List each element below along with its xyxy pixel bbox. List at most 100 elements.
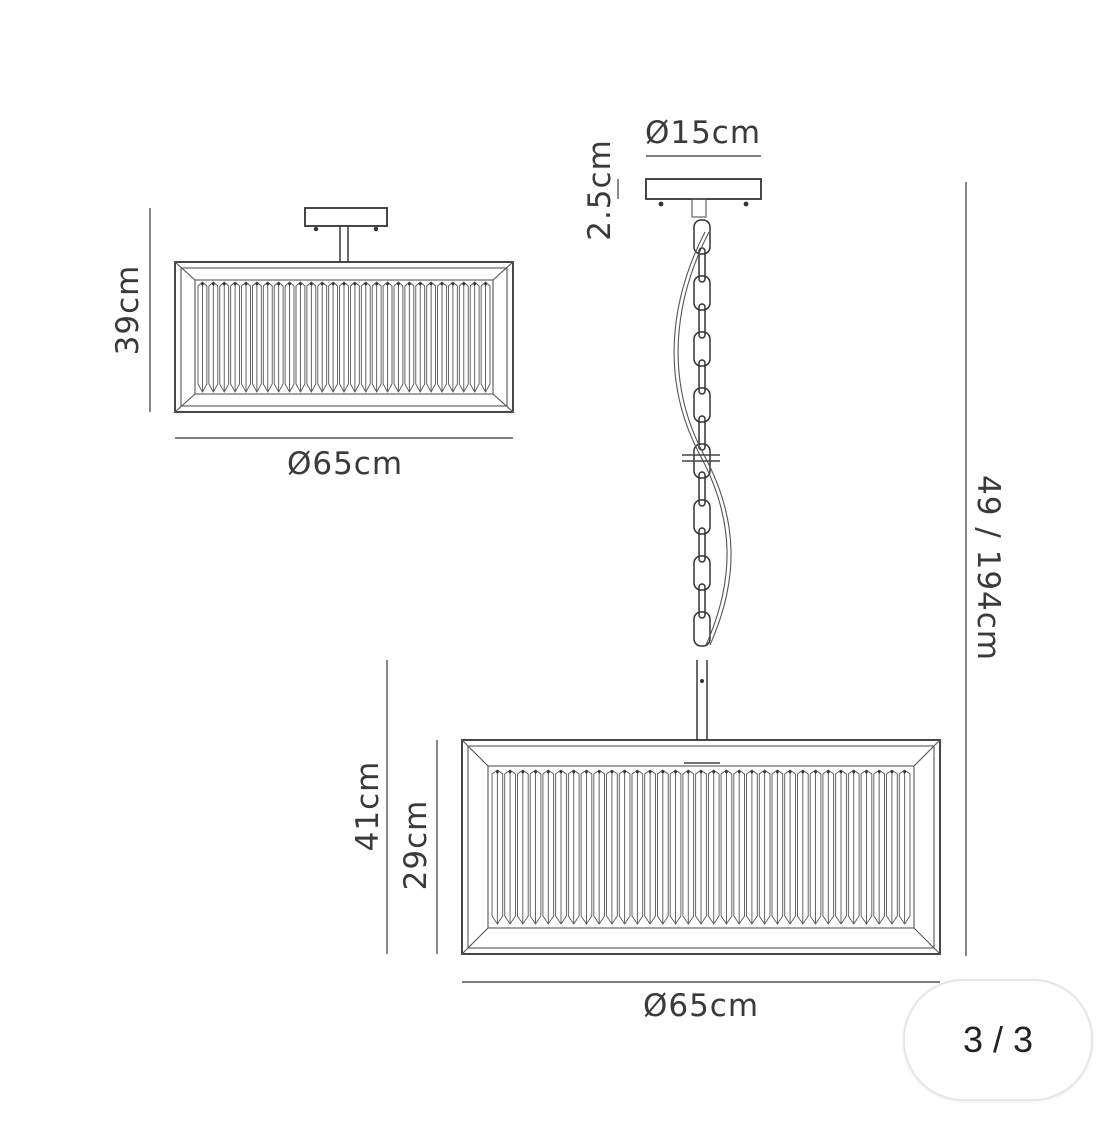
- chain-link: [698, 359, 706, 395]
- crystal-hook: [546, 770, 550, 774]
- crystal-hook: [597, 770, 601, 774]
- crystal-hook: [648, 770, 652, 774]
- crystal-prism: [580, 769, 593, 925]
- crystal-prism: [517, 769, 529, 925]
- crystal-prism: [371, 281, 382, 393]
- crystal-prism: [797, 769, 809, 925]
- crystal-hook: [814, 770, 817, 774]
- ceiling-plate-diameter-label: Ø15cm: [645, 115, 761, 151]
- crystal-hook: [407, 282, 411, 286]
- crystal-prism: [480, 281, 491, 393]
- crystal-hook: [397, 282, 400, 286]
- chain-link: [698, 583, 706, 619]
- chain-link: [693, 219, 711, 255]
- crystal-prism: [682, 769, 695, 925]
- chain-link: [698, 471, 706, 507]
- crystal-prism: [382, 281, 393, 393]
- crystal-prism: [230, 281, 241, 393]
- crystal-prism: [415, 281, 426, 393]
- crystal-prism: [339, 281, 349, 393]
- crystal-hook: [266, 282, 270, 286]
- crystal-hook: [534, 770, 537, 774]
- crystal-prism: [873, 769, 885, 925]
- crystal-hook: [484, 282, 487, 286]
- crystal-hook: [763, 770, 767, 774]
- crystal-hook: [375, 282, 379, 286]
- crystal-prism: [529, 769, 542, 925]
- crystal-hook: [418, 282, 422, 286]
- crystal-prism: [555, 769, 567, 925]
- crystal-prism: [219, 281, 230, 393]
- crystal-hook: [440, 282, 444, 286]
- crystal-hook: [353, 282, 357, 286]
- crystal-hook: [211, 282, 215, 286]
- crystal-prism: [306, 281, 317, 393]
- crystal-hook: [712, 770, 716, 774]
- crystal-hook: [890, 770, 894, 774]
- crystal-prism: [208, 281, 219, 393]
- crystal-prism: [542, 769, 555, 925]
- crystal-prism: [567, 769, 580, 925]
- crystal-prism: [606, 769, 618, 925]
- crystal-hook: [462, 282, 466, 286]
- crystal-hook: [585, 770, 588, 774]
- crystal-hook: [788, 770, 792, 774]
- crystal-hook: [737, 770, 741, 774]
- crystal-prism: [393, 281, 404, 393]
- crystal-hook: [309, 282, 313, 286]
- semi-flush-crystals: [197, 281, 491, 393]
- semi-flush-width-label: Ø65cm: [287, 446, 403, 482]
- crystal-prism: [404, 281, 415, 393]
- crystal-prism: [809, 769, 822, 925]
- crystal-hook: [725, 770, 728, 774]
- crystal-hook: [775, 770, 779, 774]
- chain-link: [698, 247, 706, 283]
- crystal-prism: [295, 281, 306, 393]
- crystal-prism: [835, 769, 847, 925]
- shade-height-label: 29cm: [398, 800, 434, 891]
- crystal-prism: [631, 769, 644, 925]
- crystal-hook: [473, 282, 477, 286]
- crystal-prism: [886, 769, 898, 925]
- crystal-prism: [426, 281, 437, 393]
- crystal-prism: [898, 769, 911, 925]
- pendant-width-label: Ø65cm: [643, 988, 759, 1024]
- chain-link: [693, 275, 711, 311]
- crystal-prism: [720, 769, 733, 925]
- crystal-prism: [771, 769, 784, 925]
- crystal-hook: [299, 282, 302, 286]
- crystal-hook: [364, 282, 368, 286]
- crystal-hook: [342, 282, 346, 286]
- crystal-prism: [284, 281, 295, 393]
- gallery-counter-badge[interactable]: 3 / 3: [903, 979, 1093, 1101]
- crystal-prism: [758, 769, 771, 925]
- crystal-hook: [233, 282, 237, 286]
- semi-flush-height-label: 39cm: [110, 265, 146, 356]
- crystal-hook: [495, 770, 499, 774]
- chain-link: [693, 611, 711, 647]
- crystal-prism: [317, 281, 328, 393]
- pendant-fixture: [461, 178, 941, 955]
- crystal-hook: [429, 282, 433, 286]
- crystal-hook: [865, 770, 868, 774]
- pendant-crystals: [491, 769, 911, 925]
- crystal-hook: [244, 282, 248, 286]
- overall-drop-label: 49 / 194cm: [970, 475, 1006, 661]
- crystal-prism: [707, 769, 720, 925]
- crystal-prism: [860, 769, 873, 925]
- chain-link: [698, 303, 706, 339]
- crystal-prism: [669, 769, 682, 925]
- chain-link: [693, 331, 711, 367]
- crystal-prism: [618, 769, 631, 925]
- crystal-prism: [262, 281, 273, 393]
- crystal-prism: [644, 769, 656, 925]
- crystal-hook: [521, 770, 525, 774]
- crystal-hook: [255, 282, 259, 286]
- crystal-hook: [674, 770, 677, 774]
- crystal-hook: [572, 770, 576, 774]
- crystal-hook: [877, 770, 881, 774]
- crystal-hook: [320, 282, 324, 286]
- crystal-hook: [288, 282, 291, 286]
- crystal-prism: [504, 769, 516, 925]
- crystal-prism: [491, 769, 504, 925]
